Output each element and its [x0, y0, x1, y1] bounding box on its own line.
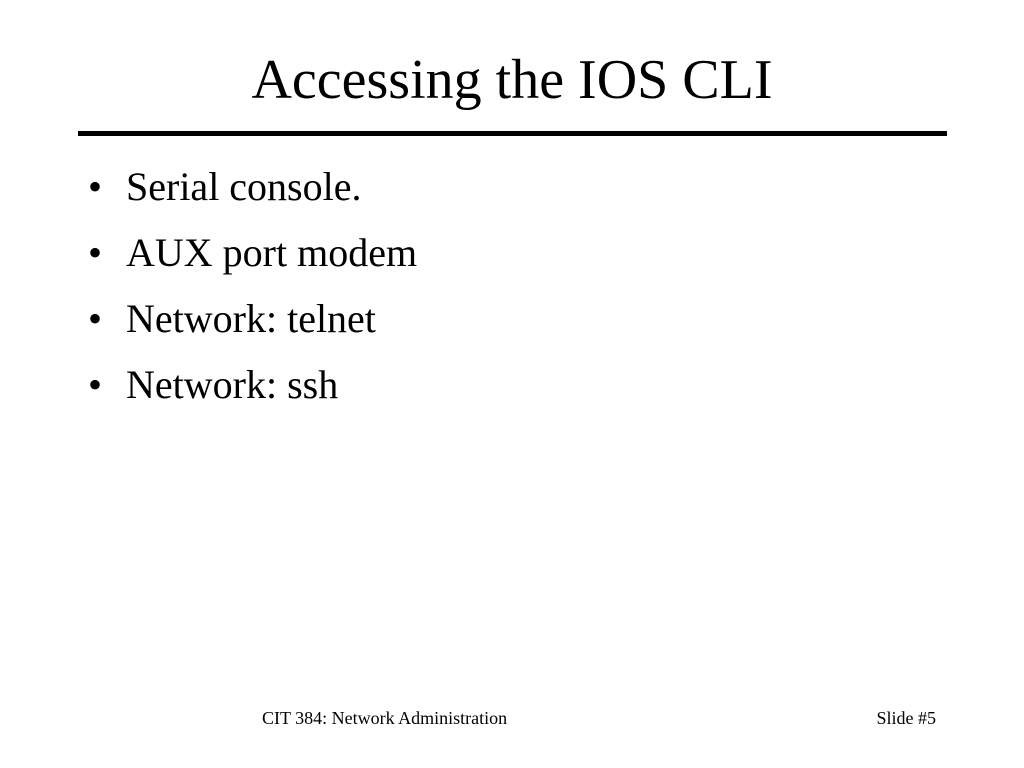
slide-title: Accessing the IOS CLI: [251, 49, 773, 111]
bullet-marker: •: [88, 230, 103, 275]
footer-course: CIT 384: Network Administration: [262, 708, 508, 728]
bullet-marker: •: [88, 296, 103, 341]
bullet-marker: •: [88, 164, 103, 209]
bullet-text: Network: telnet: [126, 296, 376, 341]
bullet-text: AUX port modem: [126, 230, 418, 275]
footer-slide-number: Slide #5: [876, 708, 936, 728]
bullet-marker: •: [88, 362, 103, 407]
title-divider: [78, 131, 947, 136]
bullet-text: Network: ssh: [126, 362, 339, 407]
bullet-text: Serial console.: [126, 164, 362, 209]
